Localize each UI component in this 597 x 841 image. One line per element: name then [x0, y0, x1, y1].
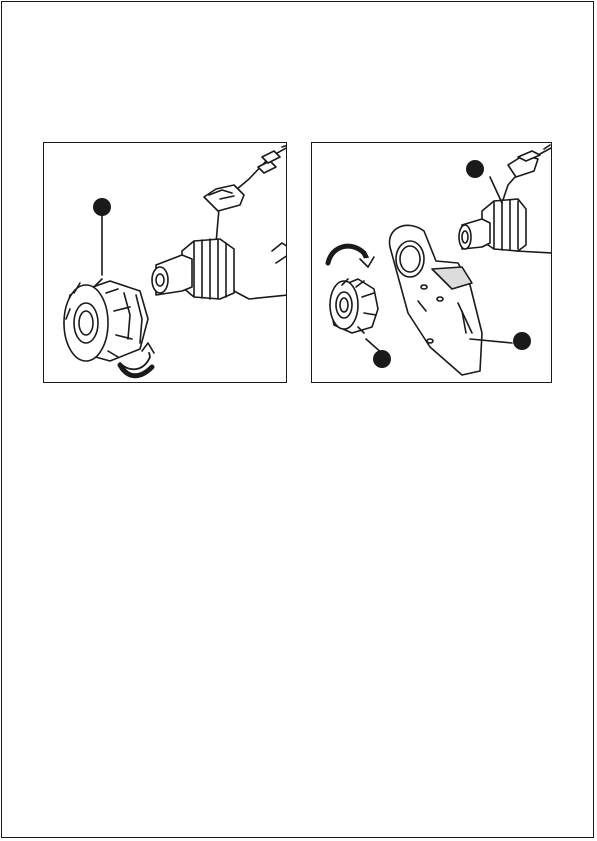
figure-wrench-usage	[311, 142, 552, 383]
collet-nut-right	[330, 279, 378, 333]
callout-marker	[466, 160, 484, 178]
illustration-right	[312, 143, 552, 383]
collet-nut-left	[64, 279, 148, 361]
illustration-left	[44, 143, 287, 383]
callout-marker	[513, 332, 531, 350]
figure-collet-removal	[43, 142, 287, 383]
callout-marker	[373, 350, 391, 368]
callout-marker	[93, 198, 111, 216]
